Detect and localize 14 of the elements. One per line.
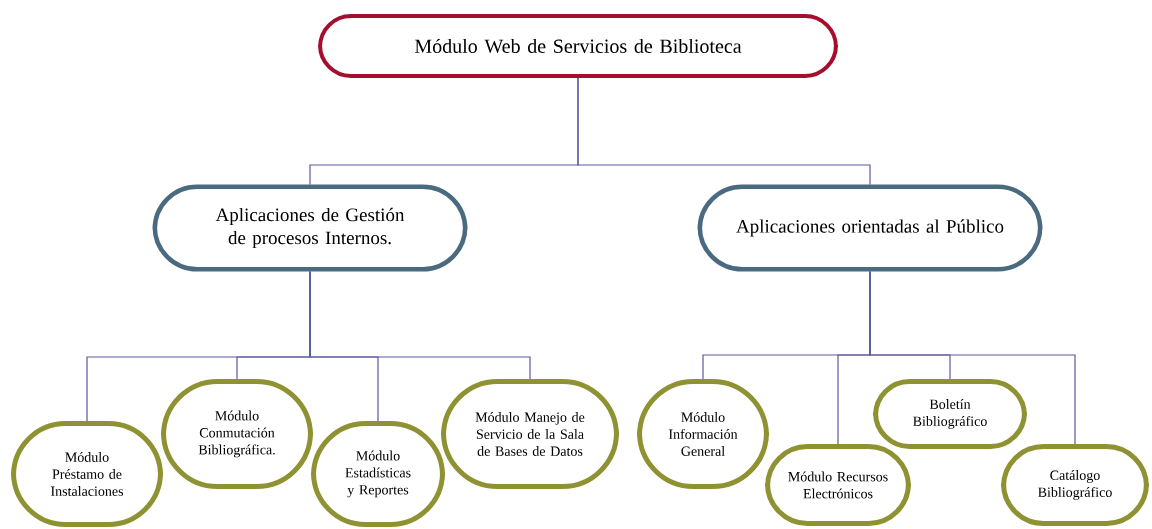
module-box: Módulo Estadísticas y Reportes [311,421,445,527]
connector-line [577,77,871,186]
module-box: Boletín Bibliográfico [873,379,1027,449]
category-box: Aplicaciones de Gestión de procesos Internos. [152,184,468,272]
module-box: Módulo Información General [637,379,769,489]
category-box: Aplicaciones orientadas al Público [697,184,1043,272]
connector-line [869,270,1076,445]
module-box: Módulo Préstamo de Instalaciones [11,421,163,527]
module-box: Módulo Recursos Electrónicos [765,444,911,526]
title-box: Módulo Web de Servicios de Biblioteca [318,14,838,78]
connector-line [309,270,531,380]
module-box: Módulo Manejo de Servicio de la Sala de Bases de Datos [441,379,619,489]
module-box: Catálogo Bibliográfico [1001,444,1149,526]
module-box: Módulo Conmutación Bibliográfica. [161,379,313,489]
